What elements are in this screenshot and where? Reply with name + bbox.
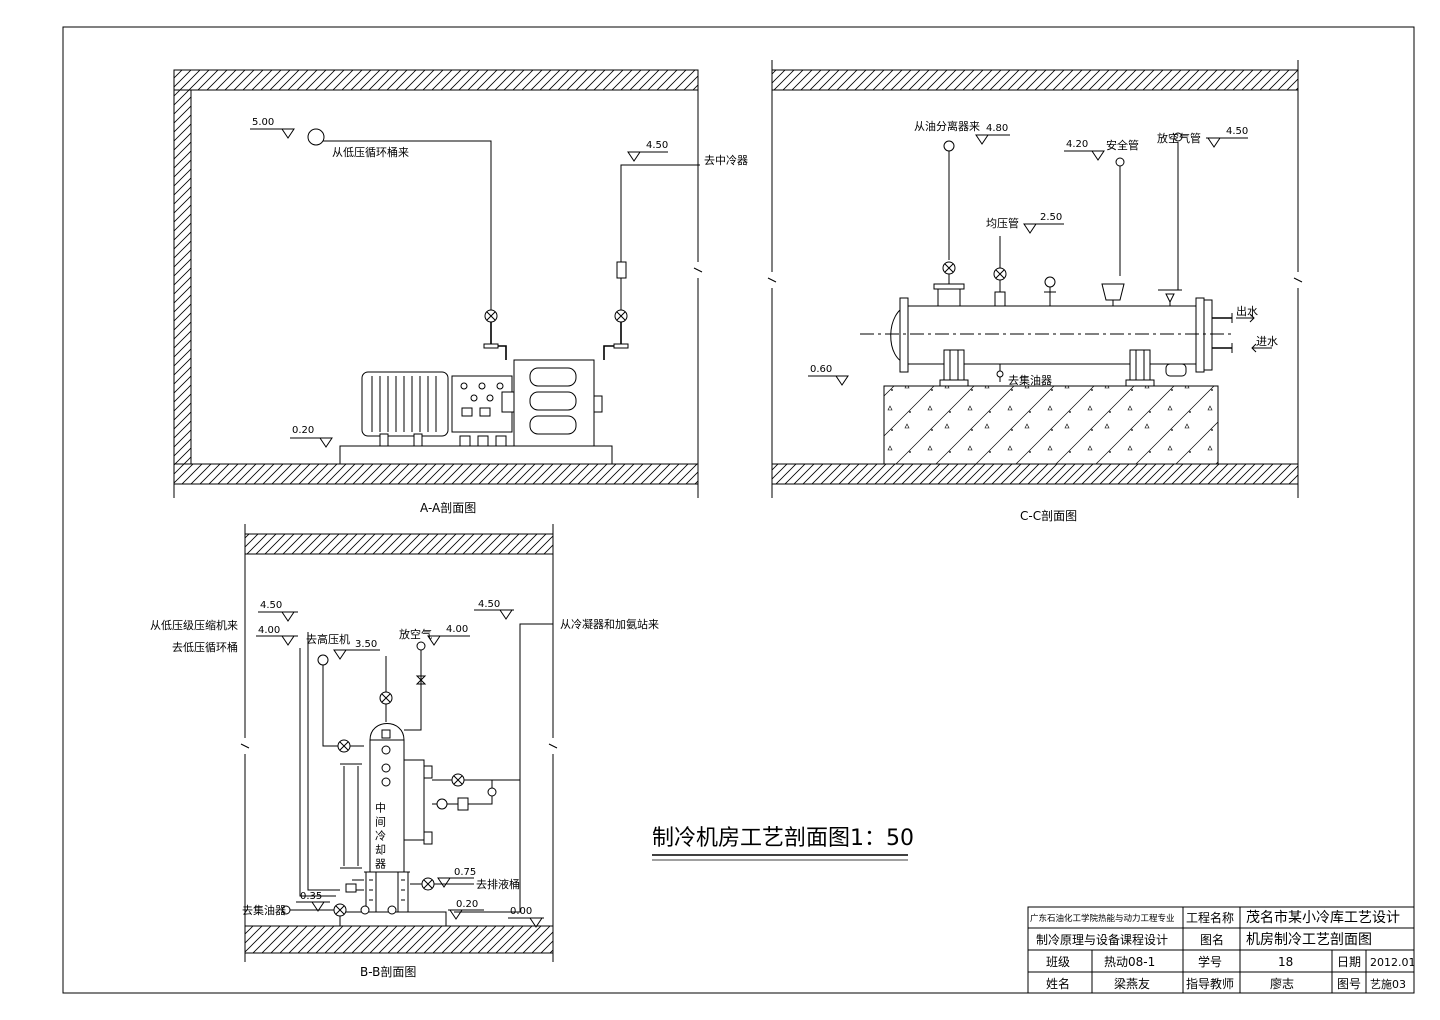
bb-level-350: 3.50 [333,639,380,660]
bb-ceiling [244,533,554,555]
level-text: 4.50 [260,600,282,611]
tb-date-value: 2012.01 [1370,956,1416,969]
aa-level-450: 4.50 [627,140,668,162]
level-text: 4.50 [646,140,668,151]
level-text: 5.00 [252,117,274,128]
tb-sheet-label: 图号 [1337,977,1361,991]
compressor [513,359,595,447]
sheet-border [62,26,1415,994]
level-text: 0.00 [510,906,532,917]
tb-sheet-value: 艺施03 [1370,978,1406,991]
section-cc: 4.80 4.20 4.50 2.50 0.60 从油分离器来 安全管 放空气管… [767,60,1303,523]
tb-school: 广东石油化工学院热能与动力工程专业 [1030,913,1175,924]
label-from-oil-sep: 从油分离器来 [914,119,980,133]
cc-level-480: 4.80 [975,123,1010,145]
aa-floor [173,463,699,485]
cc-ceiling [771,69,1299,91]
tb-project-name: 茂名市某小冷库工艺设计 [1246,909,1400,926]
label-to-high-comp: 去高压机 [306,632,350,646]
bb-level-000: 0.00 [508,906,544,928]
label-safety-pipe: 安全管 [1106,138,1139,152]
section-bb: 中间冷却器 4.50 [150,524,659,979]
caption-cc: C-C剖面图 [1020,509,1077,523]
cc-level-450: 4.50 [1206,126,1248,148]
tb-class-label: 班级 [1046,955,1070,969]
level-text: 4.00 [446,624,468,635]
label-to-oil-collector: 去集油器 [1008,373,1052,387]
label-from-low-circ: 从低压循环桶来 [332,145,409,159]
tb-student-no-value: 18 [1278,955,1293,969]
tb-name-value: 梁燕友 [1114,976,1150,991]
bb-level-450-left: 4.50 [258,600,298,622]
aa-pipe-end-marker [307,128,325,146]
label-to-oil-collector: 去集油器 [242,903,286,917]
cc-foundation [883,385,1219,465]
level-text: 0.20 [292,425,314,436]
level-text: 4.00 [258,625,280,636]
label-to-drain-bucket: 去排液桶 [476,877,520,891]
label-from-condenser: 从冷凝器和加氨站来 [560,617,659,631]
cc-level-060: 0.60 [808,364,849,386]
label-equalizer: 均压管 [986,216,1019,230]
bb-level-075: 0.75 [437,867,476,888]
label-water-out: 出水 [1236,304,1258,318]
bb-level-020: 0.20 [448,899,484,920]
level-text: 2.50 [1040,212,1062,223]
tb-student-no-label: 学号 [1198,954,1222,969]
label-from-low-comp: 从低压级压缩机来 [150,618,238,632]
intermediate-cooler: 中间冷却器 [340,723,433,913]
label-vent-pipe: 放空气管 [1157,131,1201,145]
cc-level-250: 2.50 [1023,212,1064,234]
horizontal-condenser [860,297,1272,387]
bb-level-400-right: 4.00 [427,624,470,646]
tb-teacher-label: 指导教师 [1186,976,1234,991]
cc-floor [771,463,1299,485]
tb-project-label: 工程名称 [1186,910,1234,925]
caption-aa: A-A剖面图 [420,501,476,515]
motor [361,371,449,437]
aa-ceiling [173,69,699,91]
level-text: 0.35 [300,891,322,902]
level-text: 4.50 [1226,126,1248,137]
label-to-low-circ: 去低压循环桶 [172,640,238,654]
aa-level-500: 5.00 [250,117,295,139]
label-to-mid-cooler: 去中冷器 [704,154,748,167]
tb-drawing-label: 图名 [1200,932,1224,947]
bb-level-035: 0.35 [296,891,330,912]
level-text: 3.50 [355,639,377,650]
bb-level-450-right: 4.50 [474,599,514,620]
tb-date-label: 日期 [1337,955,1361,969]
cc-level-420: 4.20 [1064,139,1105,161]
aa-base [339,445,613,465]
label-water-in: 进水 [1256,335,1278,348]
tb-name-label: 姓名 [1046,976,1070,991]
tb-drawing-name: 机房制冷工艺剖面图 [1246,932,1372,948]
level-text: 4.20 [1066,139,1088,150]
bb-floor [244,925,554,954]
level-text: 0.75 [454,867,476,878]
vessel-label: 中间冷却器 [374,802,387,872]
tb-class-value: 热动08-1 [1104,955,1155,969]
section-aa: 5.00 4.50 0.20 从低压循环桶来 去中冷器 A-A剖面图 [173,69,748,515]
tb-course: 制冷原理与设备课程设计 [1036,932,1168,947]
drawing-title: 制冷机房工艺剖面图1：50 [652,826,914,851]
discharge-filter [616,261,627,279]
aa-wall [173,89,192,465]
caption-bb: B-B剖面图 [360,965,416,979]
label-vent: 放空气 [399,627,432,641]
level-text: 0.60 [810,364,832,375]
level-text: 0.20 [456,899,478,910]
bb-level-400-left: 4.00 [256,625,298,646]
title-block: 广东石油化工学院热能与动力工程专业 制冷原理与设备课程设计 工程名称 茂名市某小… [1027,906,1416,994]
level-text: 4.50 [478,599,500,610]
aa-level-020: 0.20 [290,425,333,448]
tb-teacher-value: 廖志 [1270,976,1294,991]
level-text: 4.80 [986,123,1008,134]
